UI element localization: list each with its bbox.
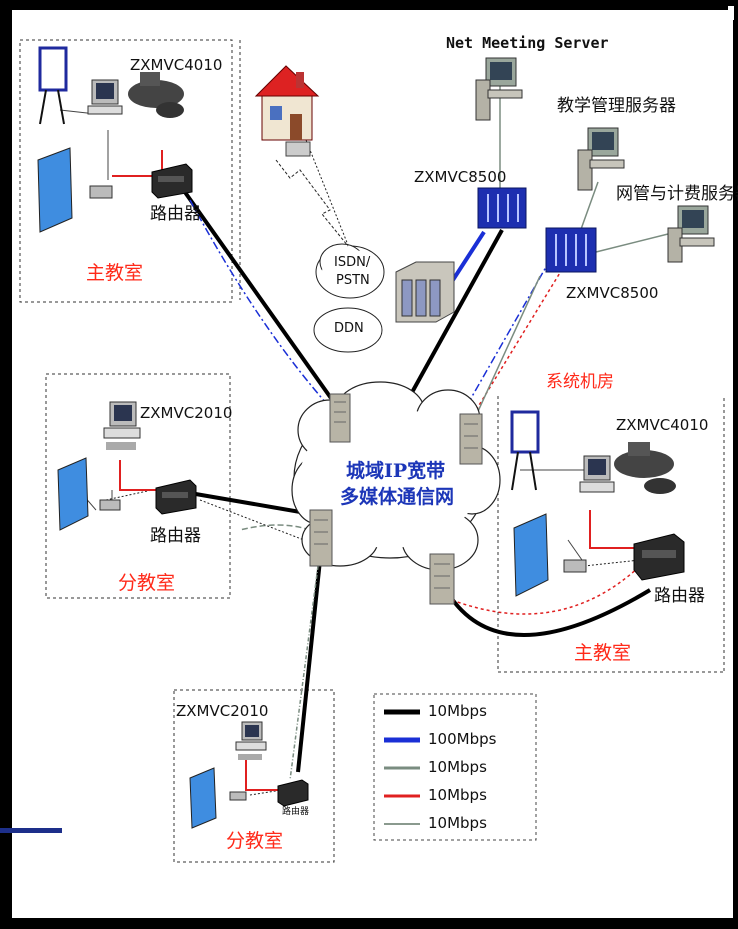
- main-room-top-devices: [37, 46, 193, 233]
- label-zxmvc2010-bottom: ZXMVC2010: [176, 702, 269, 720]
- legend-label-4: 10Mbps: [428, 786, 487, 804]
- label-teaching-mgmt-server: 教学管理服务器: [557, 96, 676, 116]
- label-net-meeting-server: Net Meeting Server: [446, 34, 609, 52]
- label-zxmvc8500-b: ZXMVC8500: [566, 284, 659, 302]
- label-system-room: 系统机房: [546, 372, 614, 392]
- label-router-top: 路由器: [150, 204, 201, 224]
- edge-marker: [0, 828, 62, 833]
- server-computers: [475, 57, 715, 263]
- whiteboard: [38, 46, 68, 125]
- legend-label-2: 100Mbps: [428, 730, 497, 748]
- router-device: [151, 163, 193, 199]
- branch-room-bottom-devices: [189, 721, 309, 829]
- label-cloud-line1: 城域IP宽带: [346, 460, 446, 482]
- link-cloud-to-mcu8500a: [408, 229, 504, 397]
- links-10mbps-black: [180, 186, 652, 773]
- label-billing-server: 网管与计费服务器: [616, 184, 738, 204]
- branch-room-left-devices: [57, 401, 197, 531]
- dialup-link: [275, 159, 349, 247]
- label-zxmvc4010-top: ZXMVC4010: [130, 56, 223, 74]
- label-main-room-top: 主教室: [86, 262, 144, 284]
- label-isdn: ISDN/: [334, 255, 371, 270]
- branch-room-left-box: [45, 373, 231, 599]
- label-zxmvc4010-right: ZXMVC4010: [616, 416, 709, 434]
- home-user-house: [254, 65, 320, 157]
- label-router-left: 路由器: [150, 526, 201, 546]
- label-ddn: DDN: [334, 321, 364, 336]
- label-cloud-line2: 多媒体通信网: [340, 486, 455, 508]
- mcu-8500-a: [477, 187, 527, 229]
- main-room-top-box: [19, 39, 233, 303]
- link-router-left-to-switch: [183, 490, 313, 516]
- legend-label-5: 10Mbps: [428, 814, 487, 832]
- label-zxmvc2010-left: ZXMVC2010: [140, 404, 233, 422]
- label-zxmvc8500-a: ZXMVC8500: [414, 168, 507, 186]
- label-branch-room-left: 分教室: [118, 572, 176, 594]
- label-branch-room-bottom: 分教室: [226, 830, 284, 852]
- mcu-8500-b: [545, 227, 597, 273]
- link-switch-to-router-right: [444, 588, 652, 637]
- link-router-top-to-switch: [180, 186, 340, 410]
- isdn-gateway-device: [395, 261, 455, 323]
- legend: [373, 693, 537, 841]
- ddn-cloud: [313, 307, 383, 353]
- label-router-right: 路由器: [654, 586, 705, 606]
- link-switch-to-router-bottom: [296, 559, 322, 773]
- branch-room-bottom-box: [173, 689, 335, 863]
- legend-label-3: 10Mbps: [428, 758, 487, 776]
- label-main-room-right: 主教室: [574, 642, 632, 664]
- switch-towers: [309, 393, 483, 605]
- label-pstn: PSTN: [336, 273, 370, 288]
- main-room-right-devices: [510, 410, 685, 597]
- projection-screen: [37, 147, 73, 233]
- legend-label-1: 10Mbps: [428, 702, 487, 720]
- label-router-bottom: 路由器: [282, 807, 310, 817]
